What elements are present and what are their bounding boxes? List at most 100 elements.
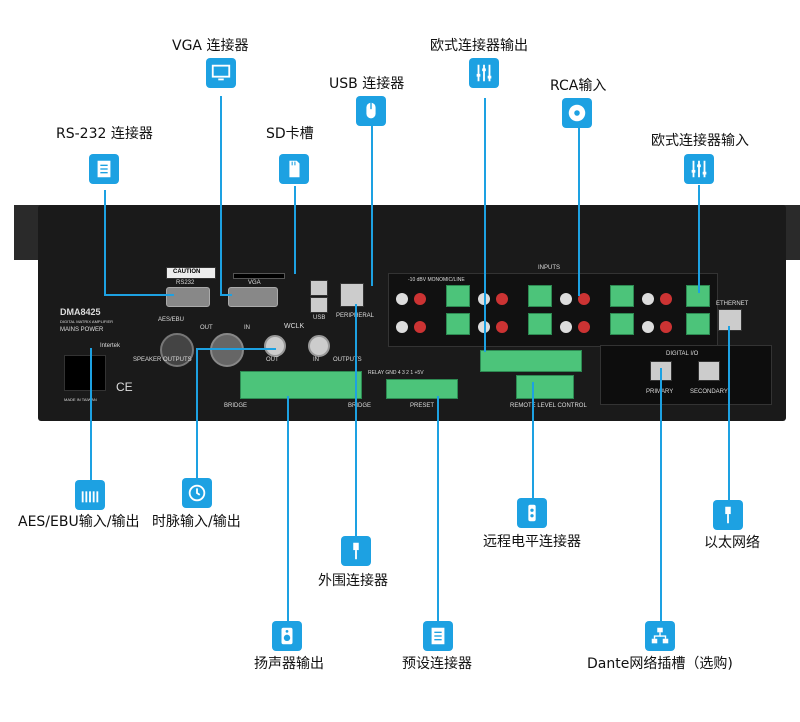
ethernet-label: ETHERNET [716,301,749,307]
callout-wclk: 时脉输入/输出 [152,514,241,530]
callout-aes: AES/EBU输入/输出 [18,514,140,530]
preset-terminals [386,379,458,399]
mono-label: -10 dBV MONO [408,277,444,283]
euro-input-terminal [610,285,634,307]
callout-vga: VGA 连接器 [172,38,249,54]
peripheral-port [340,283,364,307]
rs232-line [104,190,106,294]
relay-label: RELAY GND 4 3 2 1 +5V [368,370,424,376]
wclk-line [196,348,198,478]
usb-line [371,126,373,286]
rca-input [396,321,408,333]
euro-input-terminal [686,313,710,335]
callout-usb: USB 连接器 [329,76,405,92]
intertek-label: Intertek [100,343,121,349]
speaker-icon [272,621,302,651]
speaker-output-terminals [240,371,362,399]
callout-sd: SD卡槽 [266,126,314,142]
wclk-in-bnc [308,335,330,357]
ethernet-line [728,326,730,500]
callout-euro-out: 欧式连接器输出 [430,38,528,54]
switch-icon [517,498,547,528]
rca-input [414,321,426,333]
remote-line [532,382,534,498]
mouse-icon [356,96,386,126]
aes-in-label: IN [244,325,250,331]
callout-euro-in: 欧式连接器输入 [651,133,749,149]
speaker-line [287,396,289,622]
list-icon [423,621,453,651]
dante-secondary-port [698,361,720,381]
euro-input-terminal [446,313,470,335]
list-icon [89,154,119,184]
network-icon [645,621,675,651]
monitor-icon [206,58,236,88]
remote-level-label: REMOTE LEVEL CONTROL [510,403,587,409]
primary-label: PRIMARY [646,389,673,395]
callout-rca-in: RCA输入 [550,78,607,94]
rs232-line-h [104,294,174,296]
sd-slot [233,273,285,279]
bridge-label-right: BRIDGE [348,403,372,409]
rca-input [396,293,408,305]
callout-ethernet: 以太网络 [704,535,760,551]
vga-line [220,96,222,296]
vga-port [228,287,278,307]
bars-icon [75,480,105,510]
euro-in-line [698,185,700,293]
dante-line [660,368,662,622]
rca-input [414,293,426,305]
model-name: DMA8425 [60,307,101,317]
caution-label: CAUTION [166,267,216,279]
rca-input [578,293,590,305]
callout-rs232: RS-232 连接器 [56,126,153,142]
aes-label: AES/EBU [158,317,185,323]
usb-port-1 [310,280,328,296]
usb-port-2 [310,297,328,313]
rs232-port-label: RS232 [176,280,195,286]
clock-icon [182,478,212,508]
disc-icon [562,98,592,128]
digital-io-label: DIGITAL I/O [666,351,699,357]
vga-port-label: VGA [248,280,261,286]
callout-dante: Dante网络插槽（选购) [587,656,733,672]
rca-input [660,293,672,305]
rca-input [660,321,672,333]
rca-line [578,128,580,296]
callout-speaker: 扬声器输出 [254,656,324,672]
euro-out-line [484,98,486,352]
callout-peripheral: 外围连接器 [318,573,388,589]
remote-level-terminals [516,375,574,399]
preset-label: PRESET [410,403,435,409]
mic-line-label: MIC/LINE [443,277,465,283]
rs232-port [166,287,210,307]
euro-input-terminal [528,313,552,335]
wclk-in-label: IN [313,357,319,363]
ethernet-port [718,309,742,331]
euro-input-terminal [446,285,470,307]
wclk-line-h [196,348,276,350]
aes-out-xlr [160,333,194,367]
model-subtitle: DIGITAL MATRIX AMPLIFIER [60,319,114,324]
wclk-label: WCLK [284,323,305,330]
callout-remote: 远程电平连接器 [483,534,581,550]
secondary-label: SECONDARY [690,389,728,395]
rca-input [578,321,590,333]
mains-label: MAINS POWER [60,327,104,333]
callout-preset: 预设连接器 [402,656,472,672]
outputs-label: OUTPUTS [333,357,362,363]
power-inlet [64,355,106,391]
wclk-out-bnc [264,335,286,357]
euro-input-terminal [610,313,634,335]
euro-output-terminals [480,350,582,372]
device-rear-panel: DMA8425 DIGITAL MATRIX AMPLIFIER MAINS P… [38,205,786,421]
rca-input [642,293,654,305]
sd-card-icon [279,154,309,184]
aes-in-xlr [210,333,244,367]
made-in-label: MADE IN TAIWAN [64,397,97,402]
inputs-panel [388,273,718,347]
mixer-icon [469,58,499,88]
sd-line [294,186,296,274]
plug-icon [341,536,371,566]
plug-icon [713,500,743,530]
